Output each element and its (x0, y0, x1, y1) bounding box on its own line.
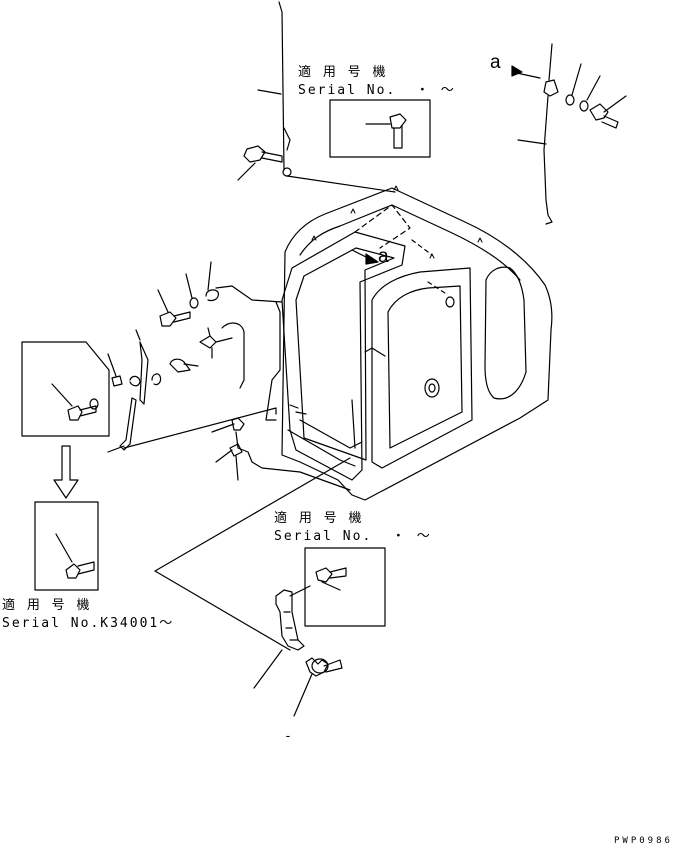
serial-detail-box-left (34, 501, 99, 591)
wiper-detail-box (21, 341, 110, 437)
left-bolt-washer-grommet (157, 261, 283, 327)
mid-bolt (315, 567, 347, 591)
wiper-linkage-parts (107, 322, 245, 405)
wiper-arm (107, 397, 277, 453)
vertical-bolt (365, 113, 407, 149)
bracket-plate (253, 585, 311, 689)
antenna-bolt (237, 145, 283, 181)
motor-bracket (211, 301, 351, 491)
cab-frame (281, 185, 553, 501)
applicable-models-label-left: 適 用 号 機 (2, 598, 92, 613)
serial-detail-box-top (329, 99, 431, 158)
applicable-models-label-top: 適 用 号 機 (298, 65, 388, 80)
serial-number-label-left: Serial No.K34001〜 (2, 616, 175, 631)
serial-number-label-top: Serial No. ・ 〜 (298, 83, 456, 98)
serial-detail-box-mid (304, 547, 386, 627)
antenna-harness-assembly (511, 43, 627, 225)
view-reference-a-cab: a (378, 246, 389, 267)
serial-number-label-mid: Serial No. ・ 〜 (274, 529, 432, 544)
bottom-mark: - (284, 729, 294, 744)
applicable-models-label-mid: 適 用 号 機 (274, 511, 364, 526)
lower-detail-pointer (154, 457, 351, 651)
lower-bolt (293, 657, 343, 717)
drawing-code: PWP0986 (614, 836, 673, 846)
view-reference-a-top: a (490, 52, 501, 73)
antenna (257, 1, 396, 193)
down-arrow (53, 445, 79, 499)
view-arrow-cab (351, 249, 379, 265)
